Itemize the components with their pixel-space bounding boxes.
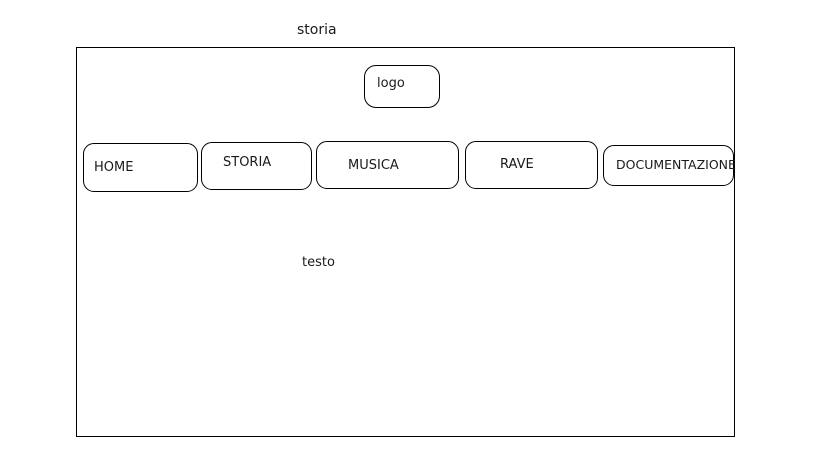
nav-label-storia: STORIA: [223, 155, 272, 170]
page-caption: storia: [297, 22, 337, 38]
nav-button-storia[interactable]: STORIA: [201, 142, 312, 190]
nav-button-rave[interactable]: RAVE: [465, 141, 598, 189]
content-text: testo: [302, 255, 335, 270]
logo-box[interactable]: logo: [364, 65, 440, 108]
logo-label: logo: [377, 76, 405, 91]
nav-label-rave: RAVE: [500, 157, 534, 172]
nav-label-home: HOME: [94, 160, 134, 175]
nav-button-documentazione[interactable]: DOCUMENTAZIONE: [603, 145, 736, 186]
nav-label-musica: MUSICA: [348, 158, 399, 173]
nav-button-musica[interactable]: MUSICA: [316, 141, 459, 189]
nav-button-home[interactable]: HOME: [83, 143, 198, 192]
page-frame: logo HOME STORIA MUSICA RAVE DOCUMENTAZI…: [76, 47, 736, 437]
nav-label-documentazione: DOCUMENTAZIONE: [616, 157, 736, 172]
